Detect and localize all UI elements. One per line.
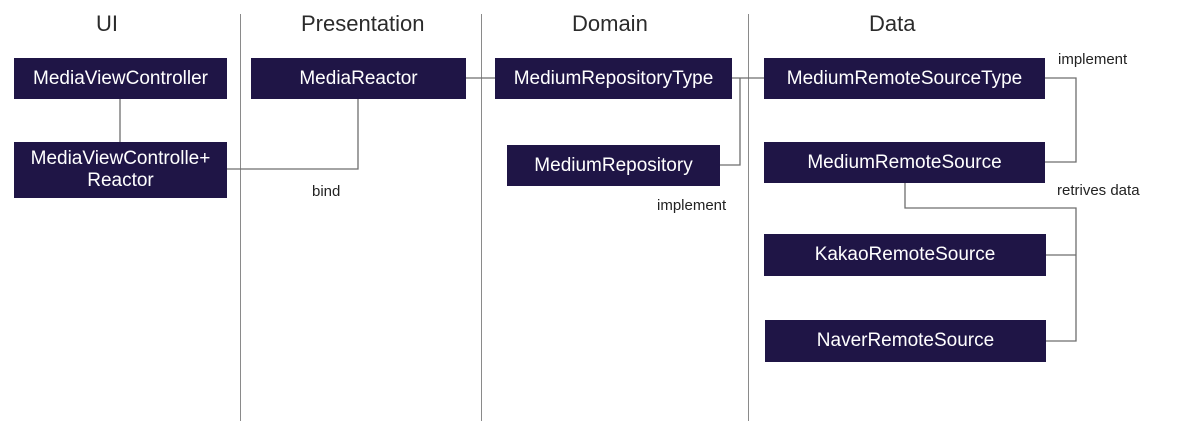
connector-bind [227, 99, 359, 170]
separator-presentation-domain [481, 14, 482, 421]
node-media-reactor: MediaReactor [251, 58, 466, 99]
separator-ui-presentation [240, 14, 241, 421]
connector-remote-source-implement [1045, 77, 1077, 163]
node-kakao-remote-source: KakaoRemoteSource [764, 234, 1046, 276]
layer-title-domain: Domain [572, 11, 648, 36]
node-media-view-controller-reactor: MediaViewControlle+ Reactor [14, 142, 227, 198]
layer-title-ui: UI [96, 11, 118, 36]
layer-title-presentation: Presentation [301, 11, 425, 36]
connector-repository-implement [720, 78, 741, 166]
node-medium-remote-source-type: MediumRemoteSourceType [764, 58, 1045, 99]
edge-label-bind: bind [312, 183, 341, 200]
node-medium-remote-source: MediumRemoteSource [764, 142, 1045, 183]
connector-retrieves-data [904, 183, 1077, 342]
edge-label-implement-domain: implement [657, 197, 727, 214]
node-media-view-controller: MediaViewController [14, 58, 227, 99]
edge-label-implement-data: implement [1058, 51, 1128, 68]
edge-label-retrieves-data: retrives data [1057, 182, 1140, 199]
node-medium-repository: MediumRepository [507, 145, 720, 186]
node-medium-repository-type: MediumRepositoryType [495, 58, 732, 99]
separator-domain-data [748, 14, 749, 421]
layer-title-data: Data [869, 11, 916, 36]
node-naver-remote-source: NaverRemoteSource [765, 320, 1046, 362]
